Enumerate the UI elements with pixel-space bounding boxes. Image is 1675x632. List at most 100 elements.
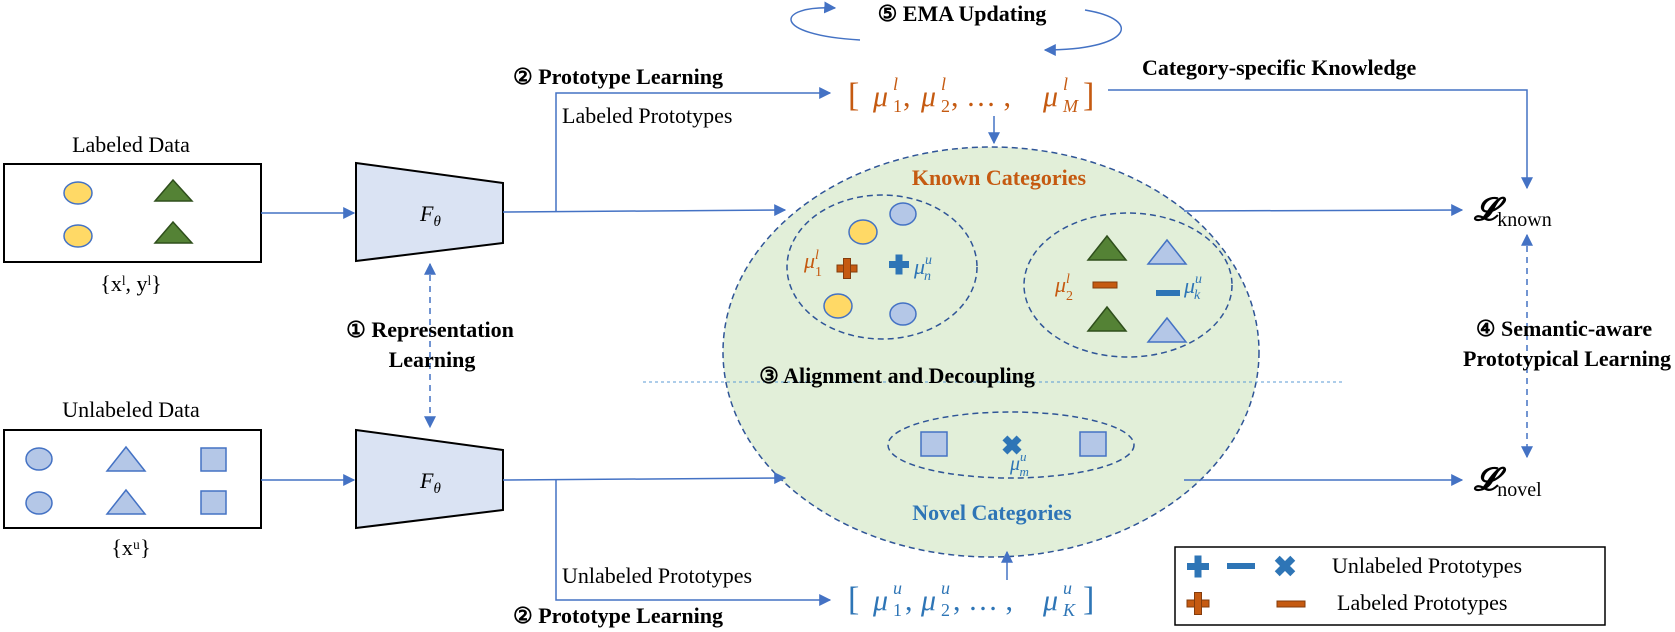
arrow-to-unlabeled-prototypes	[555, 480, 832, 606]
step2-bottom: ② Prototype Learning	[513, 603, 723, 628]
svg-text:, … ,: , … ,	[953, 584, 1013, 617]
svg-text:1: 1	[893, 96, 902, 116]
svg-text:u: u	[1063, 578, 1072, 598]
cluster1-blue-circle-2	[889, 302, 917, 326]
step3: ③ Alignment and Decoupling	[759, 363, 1035, 388]
cluster1-yellow-circle-1	[848, 219, 878, 245]
plus-blue-icon	[889, 254, 909, 275]
svg-text:l: l	[941, 74, 946, 94]
svg-text:μ: μ	[872, 80, 888, 113]
cluster1-yellow-circle-2	[823, 293, 853, 319]
cluster2-blue-triangle-2	[1146, 316, 1188, 343]
unlabeled-circle-1	[25, 447, 53, 471]
minus-blue-icon	[1156, 290, 1180, 296]
legend-minus-orange-icon	[1276, 600, 1306, 608]
step2-top: ② Prototype Learning	[513, 64, 723, 89]
svg-text:2: 2	[941, 96, 950, 116]
arrow-encoder-top-to-ellipse	[502, 204, 787, 217]
plus-orange-icon	[836, 258, 858, 279]
svg-text:u: u	[893, 578, 902, 598]
step1-line1: ① Representation	[346, 317, 514, 342]
cross-blue-icon	[1002, 435, 1022, 455]
cluster2-green-triangle-1	[1086, 234, 1128, 261]
labeled-circle-1	[63, 181, 93, 205]
unlabeled-set-label: {xᵘ}	[111, 535, 150, 560]
unlabeled-triangle-1	[105, 445, 147, 472]
legend-box	[1174, 546, 1606, 626]
svg-text:[: [	[848, 581, 859, 618]
labeled-data-title: Labeled Data	[72, 132, 190, 157]
svg-text:M: M	[1062, 96, 1079, 116]
novel-categories-title: Novel Categories	[912, 500, 1072, 525]
novel-square-2	[1079, 431, 1107, 457]
svg-text:, … ,: , … ,	[951, 80, 1011, 113]
labeled-triangle-2	[153, 220, 194, 244]
labeled-triangle-1	[153, 178, 194, 202]
unlabeled-data-title: Unlabeled Data	[62, 397, 200, 422]
labeled-set-label: {xˡ, yˡ}	[100, 271, 161, 296]
svg-text:l: l	[1063, 74, 1068, 94]
ema-loop-arrow-left	[790, 1, 861, 41]
novel-square-1	[920, 431, 948, 457]
novel-cluster	[887, 411, 1135, 479]
step4-line1: ④ Semantic-aware	[1476, 316, 1653, 341]
legend-plus-orange-icon	[1186, 592, 1210, 615]
known-cluster-2	[1023, 212, 1233, 358]
svg-text:2: 2	[941, 600, 950, 620]
legend-labeled-label: Labeled Prototypes	[1337, 590, 1507, 615]
svg-text:K: K	[1062, 600, 1076, 620]
known-categories-title: Known Categories	[912, 165, 1087, 190]
step4-line2: Prototypical Learning	[1463, 346, 1671, 371]
loss-known: 𝓛known	[1473, 191, 1552, 231]
unlabeled-square-1	[200, 447, 227, 472]
labeled-circle-2	[63, 224, 93, 248]
svg-text:μ: μ	[1042, 80, 1058, 113]
svg-text:μ: μ	[920, 584, 936, 617]
labeled-data-box	[3, 163, 262, 263]
loss-novel: 𝓛novel	[1473, 461, 1542, 501]
encoder-bottom	[355, 428, 504, 530]
encoder-top	[355, 161, 504, 263]
ema-loop-arrow-right	[1043, 9, 1122, 56]
category-knowledge-label: Category-specific Knowledge	[1142, 55, 1417, 80]
arrow-to-labeled-prototypes	[555, 87, 832, 212]
svg-text:1: 1	[893, 600, 902, 620]
unlabeled-circle-2	[25, 491, 53, 515]
cluster2-blue-triangle-1	[1146, 238, 1188, 265]
unlabeled-prototypes-label: Unlabeled Prototypes	[562, 563, 752, 588]
encoder-bottom-label: Fθ	[419, 468, 441, 497]
cluster2-green-triangle-2	[1086, 305, 1128, 332]
svg-text:μ: μ	[1042, 584, 1058, 617]
encoder-top-label: Fθ	[419, 201, 441, 230]
arrow-knowledge-to-loss	[1108, 89, 1533, 190]
legend-unlabeled-label: Unlabeled Prototypes	[1332, 553, 1522, 578]
unlabeled-triangle-2	[105, 488, 147, 515]
svg-text:,: ,	[903, 80, 911, 113]
arrow-encoder-bottom-to-ellipse	[502, 472, 787, 485]
arrow-ellipse-to-loss-known	[1183, 204, 1464, 217]
minus-orange-icon	[1092, 281, 1118, 289]
labeled-prototypes-label: Labeled Prototypes	[562, 103, 732, 128]
unlabeled-square-2	[200, 490, 227, 515]
legend-minus-blue-icon	[1227, 563, 1255, 569]
cluster1-blue-circle-1	[889, 202, 917, 226]
svg-text:μ: μ	[872, 584, 888, 617]
step1-line2: Learning	[389, 347, 476, 372]
svg-text:μ: μ	[920, 80, 936, 113]
legend-plus-blue-icon	[1187, 555, 1209, 578]
svg-text:]: ]	[1083, 77, 1094, 114]
category-space-ellipse	[722, 146, 1260, 558]
svg-text:]: ]	[1083, 581, 1094, 618]
svg-text:l: l	[893, 74, 898, 94]
svg-text:[: [	[848, 77, 859, 114]
svg-text:,: ,	[905, 584, 913, 617]
known-cluster-1	[786, 194, 978, 340]
